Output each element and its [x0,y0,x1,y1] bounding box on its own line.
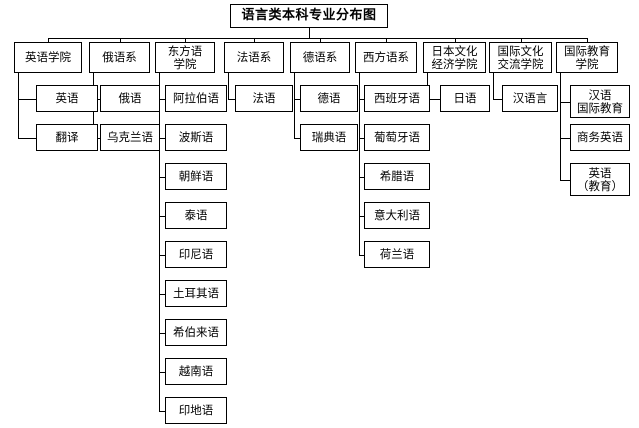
connector-to-major-0-1 [18,138,36,139]
major-box-汉语言[interactable]: 汉语言 [502,85,558,112]
connector-to-department-8 [587,38,588,42]
connector-to-department-4 [320,38,321,42]
major-box-德语[interactable]: 德语 [300,85,358,112]
department-box-德语系[interactable]: 德语系 [290,42,350,73]
major-box-瑞典语[interactable]: 瑞典语 [300,124,358,151]
major-box-波斯语[interactable]: 波斯语 [165,124,227,151]
department-box-国际教育学院[interactable]: 国际教育 学院 [556,42,618,73]
major-box-朝鲜语[interactable]: 朝鲜语 [165,163,227,190]
department-spine-2 [159,73,160,411]
department-spine-5 [359,73,360,255]
department-spine-0 [18,73,19,138]
connector-to-major-5-4 [359,255,364,256]
major-box-英语教育[interactable]: 英语 （教育） [570,163,630,196]
major-box-法语[interactable]: 法语 [235,85,293,112]
root-title-box[interactable]: 语言类本科专业分布图 [230,4,388,28]
root-stem [309,28,310,38]
major-box-阿拉伯语[interactable]: 阿拉伯语 [165,85,227,112]
major-box-印地语[interactable]: 印地语 [165,397,227,424]
major-box-荷兰语[interactable]: 荷兰语 [364,241,430,268]
department-bus [48,38,587,39]
connector-to-major-2-6 [159,333,165,334]
major-box-意大利语[interactable]: 意大利语 [364,202,430,229]
department-box-东方语学院[interactable]: 东方语 学院 [155,42,215,73]
major-box-土耳其语[interactable]: 土耳其语 [165,280,227,307]
department-box-日本文化经济学院[interactable]: 日本文化 经济学院 [423,42,486,73]
connector-to-major-5-0 [359,99,364,100]
connector-to-department-0 [48,38,49,42]
connector-to-department-5 [386,38,387,42]
connector-to-major-2-7 [159,372,165,373]
connector-to-major-2-0 [159,99,165,100]
department-box-西方语系[interactable]: 西方语系 [355,42,417,73]
connector-to-major-0-0 [18,99,36,100]
department-box-国际文化交流学院[interactable]: 国际文化 交流学院 [489,42,552,73]
department-spine-3 [228,73,229,99]
department-box-法语系[interactable]: 法语系 [224,42,284,73]
major-box-汉语国际教育[interactable]: 汉语 国际教育 [570,85,630,118]
connector-to-major-8-1 [560,138,570,139]
connector-to-major-5-2 [359,177,364,178]
connector-to-department-2 [185,38,186,42]
major-box-商务英语[interactable]: 商务英语 [570,124,630,151]
major-box-乌克兰语[interactable]: 乌克兰语 [100,124,160,151]
connector-to-major-2-2 [159,177,165,178]
connector-to-major-2-5 [159,294,165,295]
connector-to-major-3-0 [228,99,235,100]
major-box-越南语[interactable]: 越南语 [165,358,227,385]
connector-to-major-8-0 [560,102,570,103]
department-box-英语学院[interactable]: 英语学院 [14,42,82,73]
major-box-俄语[interactable]: 俄语 [100,85,160,112]
connector-to-major-6-0 [427,99,440,100]
connector-to-major-2-8 [159,411,165,412]
connector-to-department-7 [521,38,522,42]
department-spine-7 [493,73,494,99]
department-spine-8 [560,73,561,180]
department-box-俄语系[interactable]: 俄语系 [89,42,150,73]
major-box-印尼语[interactable]: 印尼语 [165,241,227,268]
connector-to-major-2-3 [159,216,165,217]
connector-to-major-2-1 [159,138,165,139]
major-box-希腊语[interactable]: 希腊语 [364,163,430,190]
major-box-日语[interactable]: 日语 [440,85,490,112]
connector-to-major-7-0 [493,99,502,100]
connector-to-major-5-1 [359,138,364,139]
connector-to-major-8-2 [560,180,570,181]
major-box-翻译[interactable]: 翻译 [36,124,98,151]
department-spine-4 [294,73,295,138]
connector-to-major-4-0 [294,99,300,100]
connector-to-department-1 [120,38,121,42]
major-box-葡萄牙语[interactable]: 葡萄牙语 [364,124,430,151]
connector-to-major-5-3 [359,216,364,217]
major-box-希伯来语[interactable]: 希伯来语 [165,319,227,346]
major-box-西班牙语[interactable]: 西班牙语 [364,85,430,112]
connector-to-department-6 [455,38,456,42]
connector-to-department-3 [254,38,255,42]
major-box-泰语[interactable]: 泰语 [165,202,227,229]
connector-to-major-2-4 [159,255,165,256]
connector-to-major-4-1 [294,138,300,139]
major-box-英语[interactable]: 英语 [36,85,98,112]
